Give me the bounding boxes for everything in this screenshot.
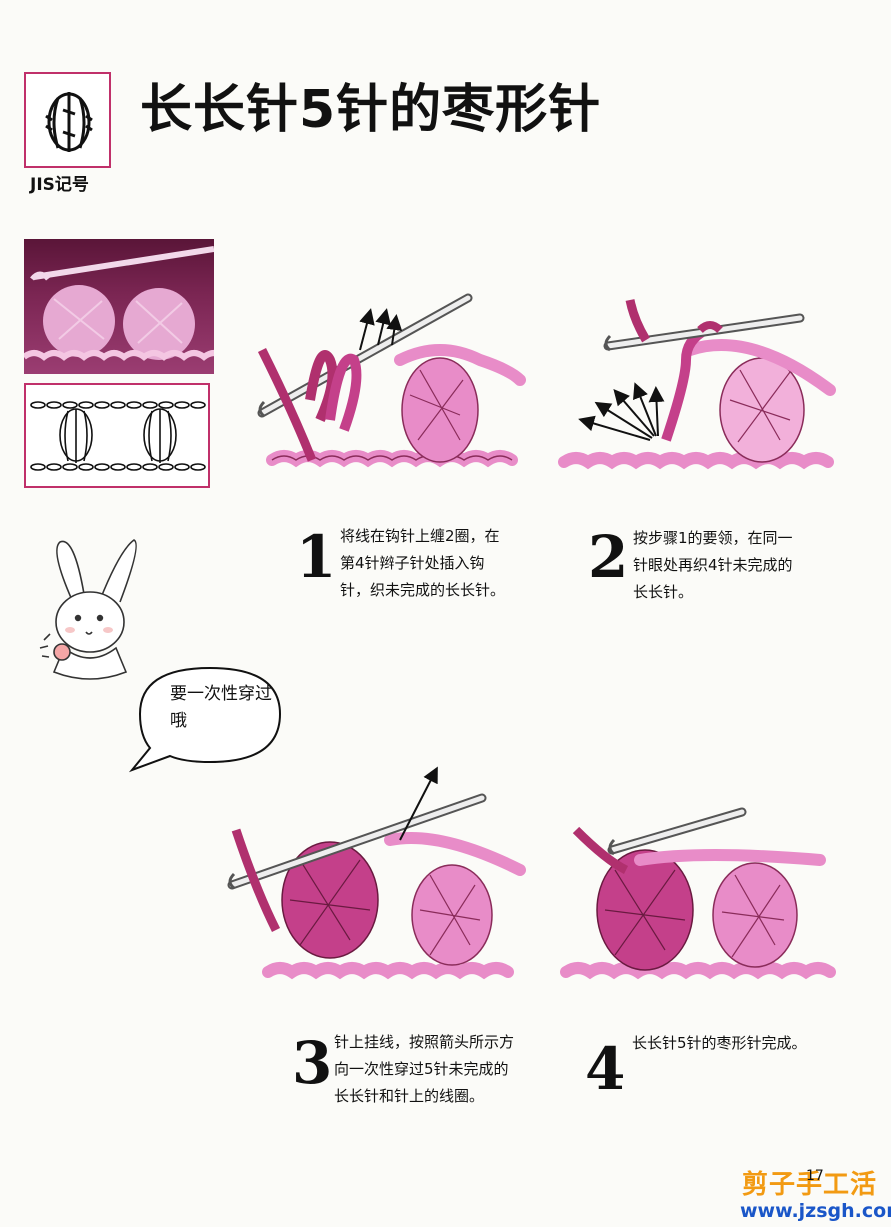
speech-bubble-text: 要一次性穿过哦	[170, 684, 272, 731]
step-4-illustration	[560, 807, 836, 980]
speech-bubble-shape	[128, 666, 282, 773]
brand-logo: 剪子手工活	[742, 1170, 878, 1200]
bunny-mascot	[39, 539, 137, 680]
page-title: 长长针5针的枣形针	[140, 80, 602, 140]
page-number: 17	[806, 1168, 824, 1184]
top-chain-row	[30, 401, 206, 409]
bottom-chain-row	[30, 463, 206, 471]
step-2-text: 按步骤1的要领，在同一针眼处再织4针未完成的长长针。	[633, 529, 793, 601]
jis-symbol-box	[24, 72, 111, 168]
step-2-number: 2	[588, 523, 629, 591]
swatch-photo	[24, 239, 214, 374]
jis-label: JIS记号	[30, 175, 89, 195]
step-4-number: 4	[585, 1035, 626, 1103]
step-3-text: 针上挂线，按照箭头所示方向一次性穿过5针未完成的长长针和针上的线圈。	[334, 1033, 515, 1105]
step-1-illustration	[257, 293, 526, 468]
site-url[interactable]: www.jzsgh.com	[740, 1200, 891, 1222]
step-3-illustration	[227, 766, 526, 980]
step-1-text: 将线在钩针上缠2圈，在第4针辫子针处插入钩针，织未完成的长长针。	[340, 527, 506, 599]
step-1-number: 1	[296, 523, 337, 591]
bobble-stitch-symbol-icon	[45, 92, 93, 152]
step-2-illustration	[558, 299, 836, 470]
step-4-text: 长长针5针的枣形针完成。	[632, 1034, 807, 1052]
crochet-chart-box	[24, 383, 210, 488]
step-3-number: 3	[292, 1029, 333, 1097]
